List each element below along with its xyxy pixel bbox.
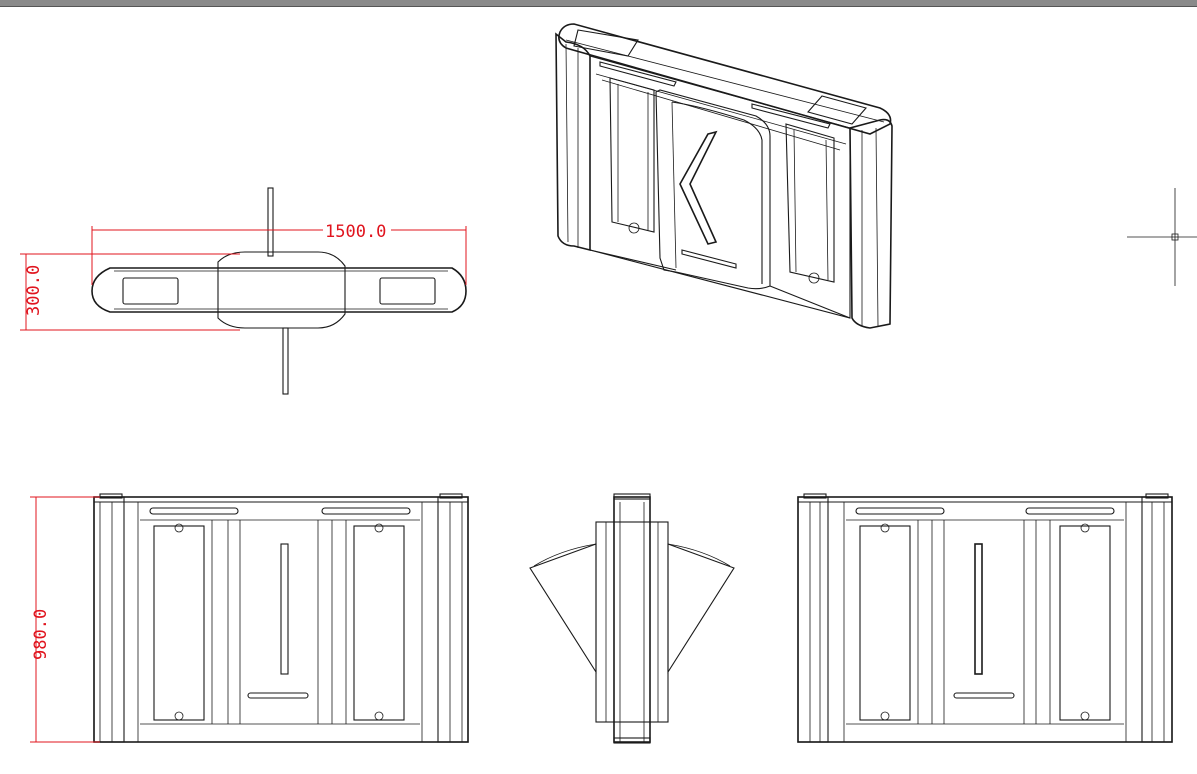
front-panel-right [353, 525, 405, 721]
side-wing-left [529, 543, 597, 674]
iso-right-pillar [849, 118, 893, 329]
crosshair-cursor-icon [1127, 188, 1197, 286]
iso-panel-left [609, 77, 655, 233]
front-panel-left [153, 525, 205, 721]
front-pillar-left [93, 496, 125, 743]
rear-panel-left [859, 525, 911, 721]
rear-slot-right [1025, 507, 1115, 515]
front-slot-bottom [247, 692, 309, 699]
dimension-depth: 300.0 [20, 253, 240, 331]
iso-slot-left [599, 61, 677, 87]
front-slot-left [149, 507, 239, 515]
rear-panel-right [1059, 525, 1111, 721]
front-center-bar [280, 543, 289, 675]
iso-center-housing [655, 89, 771, 290]
side-wing-right [667, 543, 735, 674]
dimension-height: 980.0 [30, 496, 100, 743]
isometric-view [555, 23, 893, 329]
top-cabinet-outline [91, 267, 467, 313]
rear-view [797, 493, 1173, 743]
dimension-height-label: 980.0 [31, 609, 51, 660]
top-flap-upper [267, 187, 274, 257]
top-view [91, 187, 467, 395]
iso-arrow-icon [679, 130, 718, 245]
top-lid-right [379, 277, 436, 305]
side-pillar [613, 496, 651, 743]
front-pillar-right [437, 496, 469, 743]
iso-slot-bottom [681, 249, 737, 269]
top-cabinet-inner [114, 270, 448, 310]
window-top-bar [0, 0, 1197, 7]
side-view [529, 493, 735, 744]
rear-outline [797, 496, 1173, 743]
top-wing-hump [217, 251, 346, 329]
rear-center-bar [974, 543, 983, 675]
iso-lid-right [807, 95, 867, 125]
top-lid-left [122, 277, 179, 305]
dimension-depth-label: 300.0 [24, 265, 44, 316]
rear-slot-left [855, 507, 945, 515]
iso-panel-right [785, 123, 835, 283]
rear-pillar-right [1141, 496, 1173, 743]
dimension-width-label: 1500.0 [325, 222, 386, 242]
iso-left-pillar [555, 32, 591, 252]
iso-lid-left [573, 29, 639, 57]
rear-slot-bottom [953, 692, 1015, 699]
rear-pillar-left [797, 496, 829, 743]
iso-slot-right [751, 103, 831, 129]
dimension-width: 1500.0 [91, 221, 467, 285]
iso-front-face [589, 55, 851, 319]
top-flap-lower [282, 327, 289, 395]
front-slot-right [321, 507, 411, 515]
iso-top-surface [558, 23, 892, 135]
side-body [595, 521, 669, 723]
front-view [93, 493, 469, 743]
